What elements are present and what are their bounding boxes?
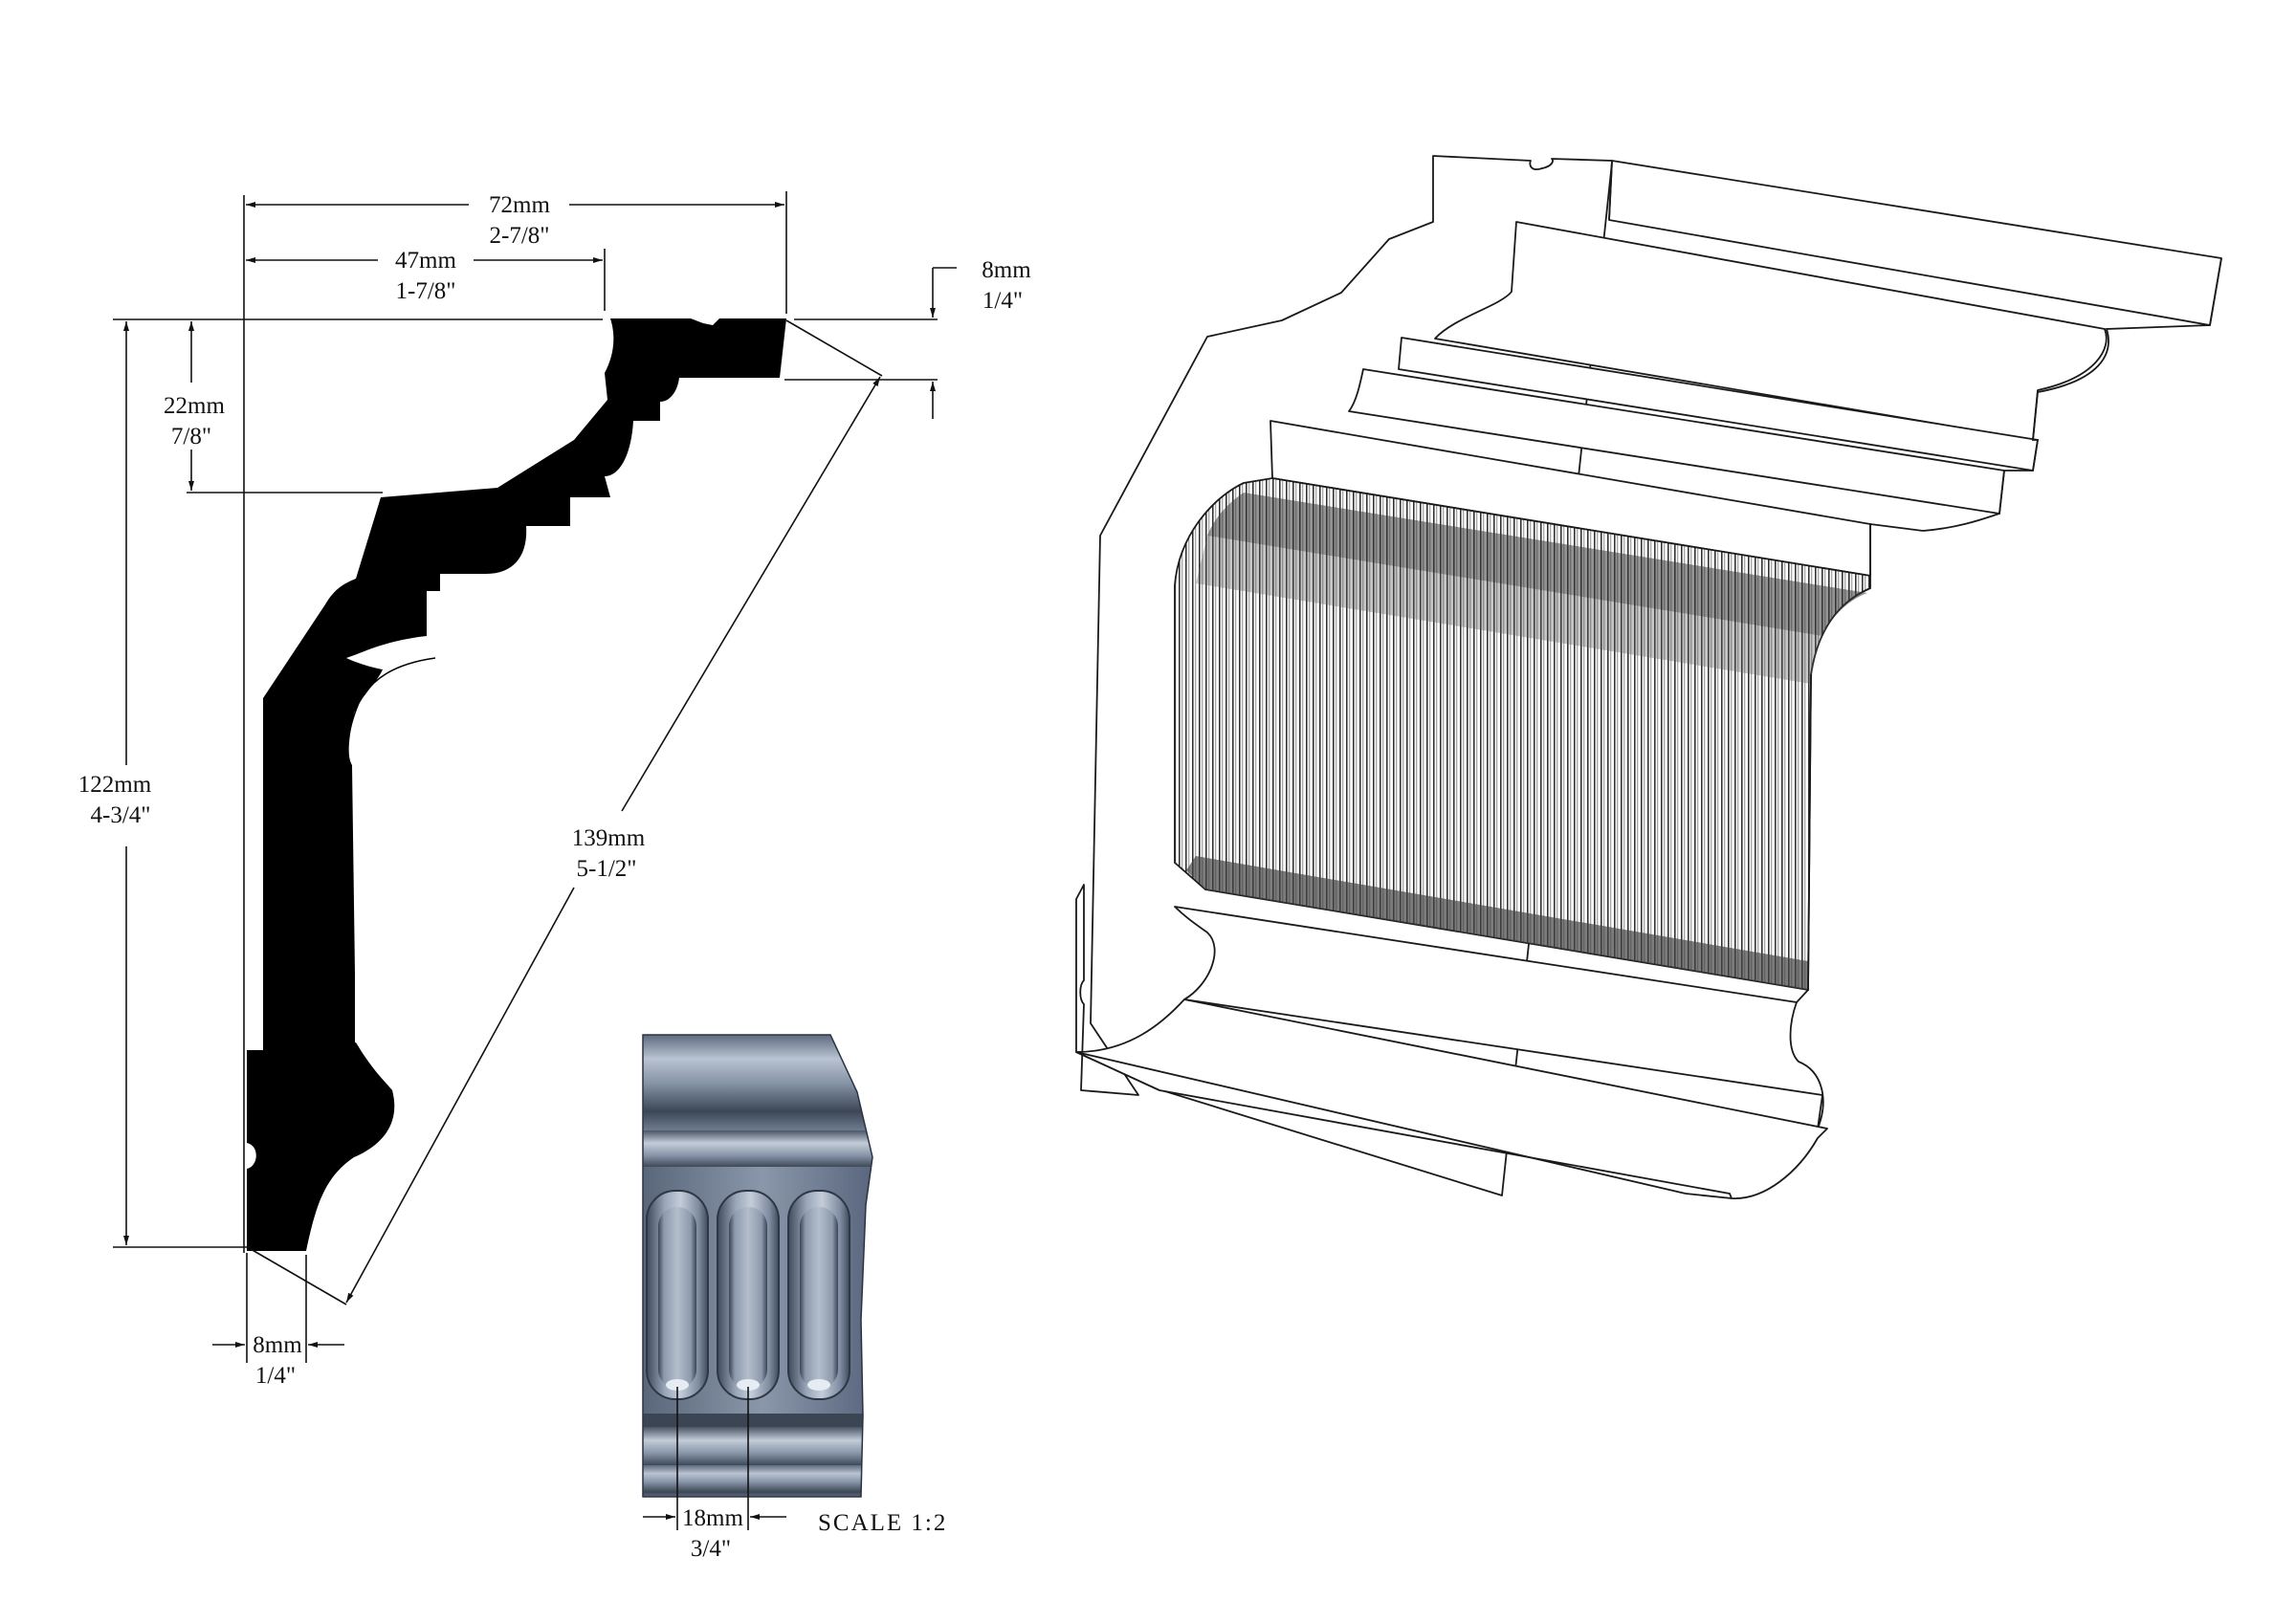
iso-bead-row <box>1186 856 1808 990</box>
overall-height-mm: 122mm <box>78 772 152 798</box>
dim-overall-width: 72mm 2-7/8" <box>243 191 787 1253</box>
overall-width-mm: 72mm <box>489 192 550 218</box>
diagonal-mm: 139mm <box>572 825 646 851</box>
scale-label: SCALE 1:2 <box>818 1510 947 1536</box>
upper-drop-inch: 7/8" <box>171 424 211 450</box>
flute-spacing-mm: 18mm <box>682 1505 743 1531</box>
overall-width-inch: 2-7/8" <box>490 223 550 249</box>
detail-flutes <box>646 1190 850 1400</box>
bottom-lip-mm: 8mm <box>253 1332 302 1358</box>
dim-overall-height: 122mm 4-3/4" <box>78 321 251 1248</box>
dim-bottom-lip: 8mm 1/4" <box>212 1253 344 1389</box>
upper-width-inch: 1-7/8" <box>396 278 456 304</box>
upper-width-mm: 47mm <box>395 248 456 274</box>
iso-flute-cove-band <box>1196 536 1822 684</box>
top-lip-inch: 1/4" <box>982 288 1023 314</box>
dim-flute-spacing: 18mm 3/4" <box>643 1387 786 1562</box>
top-lip-mm: 8mm <box>982 257 1031 283</box>
iso-flute-cove-top <box>1207 493 1867 636</box>
upper-drop-mm: 22mm <box>164 393 225 419</box>
diagonal-inch: 5-1/2" <box>577 856 637 882</box>
profile-shape <box>247 318 786 1251</box>
iso-right-profile <box>1869 257 2222 576</box>
profile-section <box>247 318 786 1251</box>
detail-view <box>643 1035 872 1497</box>
profile-face-line <box>355 664 436 1042</box>
overall-height-inch: 4-3/4" <box>91 802 151 828</box>
isometric-view <box>1075 155 2222 1199</box>
bottom-lip-inch: 1/4" <box>255 1363 296 1389</box>
iso-bottom-soffit <box>1075 998 1828 1199</box>
dim-diagonal: 139mm 5-1/2" <box>250 319 883 1305</box>
iso-step-2 <box>1348 368 2005 515</box>
dim-upper-width: 47mm 1-7/8" <box>246 248 606 311</box>
dim-upper-drop: 22mm 7/8" <box>113 318 603 493</box>
flute-spacing-inch: 3/4" <box>691 1536 731 1562</box>
dim-top-lip: 8mm 1/4" <box>784 257 1031 419</box>
profile-face-outline <box>345 657 436 1052</box>
